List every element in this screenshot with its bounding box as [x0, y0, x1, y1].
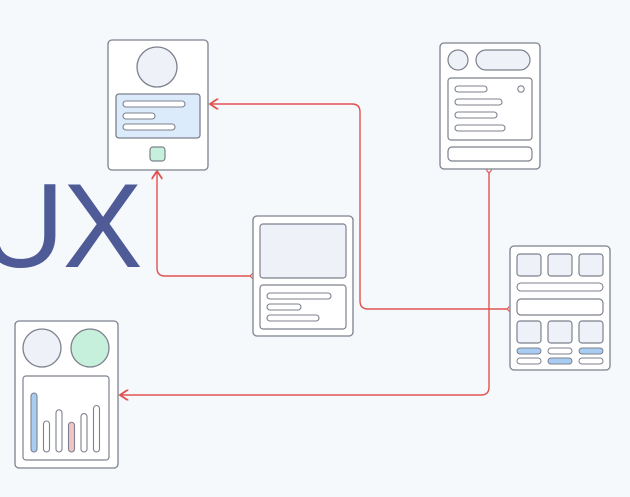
connector-grid-to-profile: [210, 104, 510, 310]
profile-action-button: [149, 146, 166, 162]
dashboard-stat-circle-green: [70, 328, 110, 368]
dashboard-bar: [30, 392, 38, 453]
dashboard-bar: [80, 413, 88, 453]
connector-settings-to-dashboard: [120, 170, 490, 395]
profile-wireframe: [107, 39, 209, 171]
connector-content-to-profile: [157, 171, 253, 277]
dashboard-bar: [67, 421, 76, 453]
dashboard-stat-circle-grey: [22, 328, 62, 368]
dashboard-bar: [55, 409, 63, 453]
content-wireframe: [252, 215, 354, 337]
grid-wireframe: [509, 245, 611, 371]
headline-ux: UX: [0, 159, 143, 293]
dashboard-bar: [92, 404, 101, 453]
connectors: [120, 104, 510, 395]
dashboard-wireframe: [14, 320, 119, 469]
dashboard-bar-chart: [30, 392, 101, 453]
profile-avatar: [136, 46, 178, 88]
dashboard-bar: [42, 420, 51, 453]
content-image-placeholder: [259, 223, 347, 279]
settings-wireframe: [439, 42, 541, 170]
